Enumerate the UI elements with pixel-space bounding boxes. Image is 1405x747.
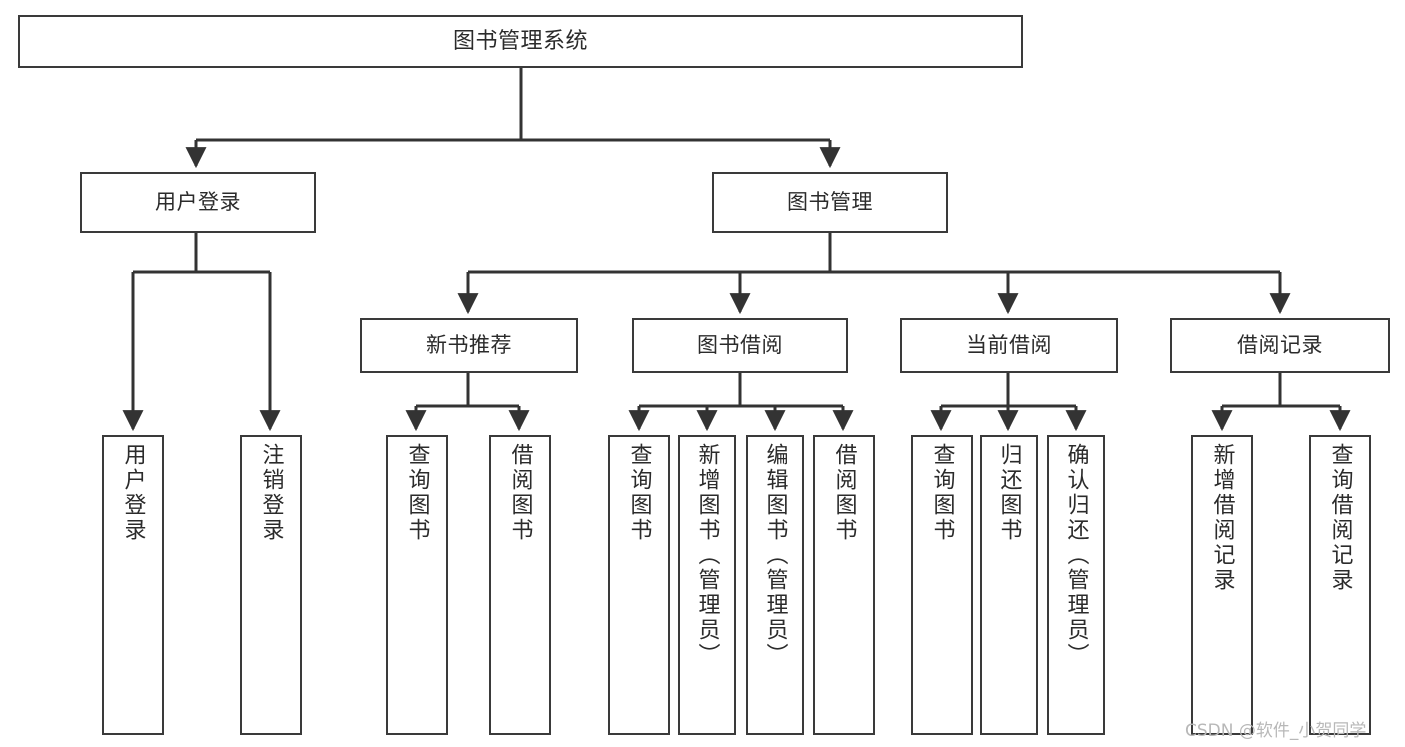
node-label: 新增借阅记录 <box>1209 443 1235 593</box>
node-leaf-borrow-book-recommendation[interactable]: 借阅图书 <box>489 435 551 735</box>
node-leaf-return-book[interactable]: 归还图书 <box>980 435 1038 735</box>
node-label: 注销登录 <box>258 443 284 543</box>
node-root-book-management-system[interactable]: 图书管理系统 <box>18 15 1023 68</box>
node-leaf-user-login[interactable]: 用户登录 <box>102 435 164 735</box>
node-leaf-confirm-return-admin[interactable]: 确认归还（管理员） <box>1047 435 1105 735</box>
node-leaf-edit-book-admin[interactable]: 编辑图书（管理员） <box>746 435 804 735</box>
node-book-management[interactable]: 图书管理 <box>712 172 948 233</box>
node-label: 用户登录 <box>155 190 241 215</box>
node-current-borrowing[interactable]: 当前借阅 <box>900 318 1118 373</box>
node-new-book-recommendation[interactable]: 新书推荐 <box>360 318 578 373</box>
node-label: 查询图书 <box>404 443 430 543</box>
node-label: 新书推荐 <box>426 333 512 358</box>
node-label: 查询借阅记录 <box>1327 443 1353 593</box>
node-leaf-query-book-recommendation[interactable]: 查询图书 <box>386 435 448 735</box>
node-leaf-add-book-admin[interactable]: 新增图书（管理员） <box>678 435 736 735</box>
node-label: 用户登录 <box>120 443 146 543</box>
node-label: 借阅图书 <box>507 443 533 543</box>
csdn-watermark: CSDN @软件_小贺同学 <box>1185 721 1367 741</box>
node-label: 图书借阅 <box>697 333 783 358</box>
node-user-login[interactable]: 用户登录 <box>80 172 316 233</box>
node-borrowing-record[interactable]: 借阅记录 <box>1170 318 1390 373</box>
node-leaf-query-book-borrowing[interactable]: 查询图书 <box>608 435 670 735</box>
node-label: 图书管理 <box>787 190 873 215</box>
node-label: 查询图书 <box>626 443 652 543</box>
node-label: 编辑图书（管理员） <box>762 443 788 668</box>
node-label: 借阅记录 <box>1237 333 1323 358</box>
node-leaf-query-book-current[interactable]: 查询图书 <box>911 435 973 735</box>
node-leaf-borrow-book-borrowing[interactable]: 借阅图书 <box>813 435 875 735</box>
node-label: 图书管理系统 <box>452 28 588 54</box>
node-label: 当前借阅 <box>966 333 1052 358</box>
node-book-borrowing[interactable]: 图书借阅 <box>632 318 848 373</box>
node-leaf-query-borrow-record[interactable]: 查询借阅记录 <box>1309 435 1371 735</box>
node-label: 新增图书（管理员） <box>694 443 720 668</box>
node-leaf-add-borrow-record[interactable]: 新增借阅记录 <box>1191 435 1253 735</box>
node-label: 借阅图书 <box>831 443 857 543</box>
node-label: 查询图书 <box>929 443 955 543</box>
node-leaf-logout[interactable]: 注销登录 <box>240 435 302 735</box>
node-label: 归还图书 <box>996 443 1022 543</box>
node-label: 确认归还（管理员） <box>1063 443 1089 668</box>
